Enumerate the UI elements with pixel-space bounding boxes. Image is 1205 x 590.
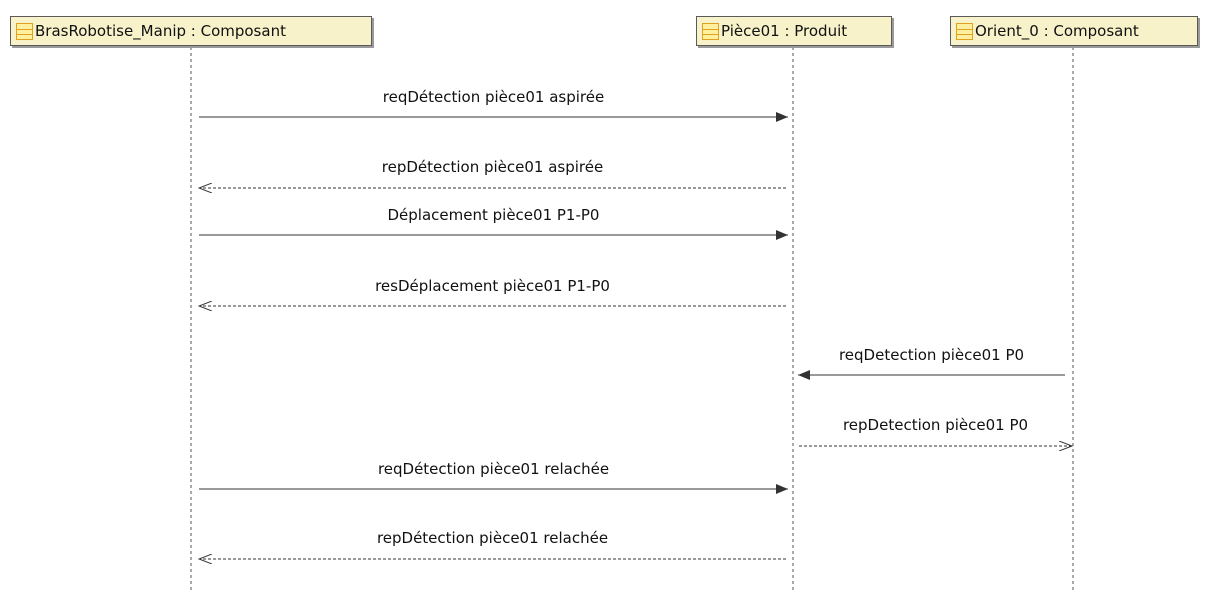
message-3[interactable]: Déplacement pièce01 P1-P0 [199,206,788,240]
message-label: reqDétection pièce01 relachée [378,460,609,478]
class-icon [16,22,33,40]
message-label: repDétection pièce01 aspirée [382,158,603,176]
message-8[interactable]: repDétection pièce01 relachée [199,529,786,559]
message-label: repDetection pièce01 P0 [843,416,1028,434]
message-7[interactable]: reqDétection pièce01 relachée [199,460,788,494]
message-label: reqDétection pièce01 aspirée [383,88,604,106]
message-label: resDéplacement pièce01 P1-P0 [375,277,610,295]
lifeline-orient-label: Orient_0 : Composant [975,22,1139,40]
lifeline-piece-label: Pièce01 : Produit [721,22,848,40]
message-label: repDétection pièce01 relachée [377,529,608,547]
message-label: reqDetection pièce01 P0 [839,346,1024,364]
message-6[interactable]: repDetection pièce01 P0 [799,416,1072,446]
lifeline-bras-label: BrasRobotise_Manip : Composant [35,22,286,40]
class-icon [956,22,973,40]
message-1[interactable]: reqDétection pièce01 aspirée [199,88,788,122]
message-5[interactable]: reqDetection pièce01 P0 [798,346,1065,380]
lifeline-piece[interactable]: Pièce01 : Produit [696,16,892,46]
message-label: Déplacement pièce01 P1-P0 [388,206,600,224]
message-2[interactable]: repDétection pièce01 aspirée [199,158,786,188]
class-icon [702,22,719,40]
lifeline-orient[interactable]: Orient_0 : Composant [950,16,1198,46]
message-4[interactable]: resDéplacement pièce01 P1-P0 [199,277,786,306]
lifeline-bras[interactable]: BrasRobotise_Manip : Composant [10,16,372,46]
